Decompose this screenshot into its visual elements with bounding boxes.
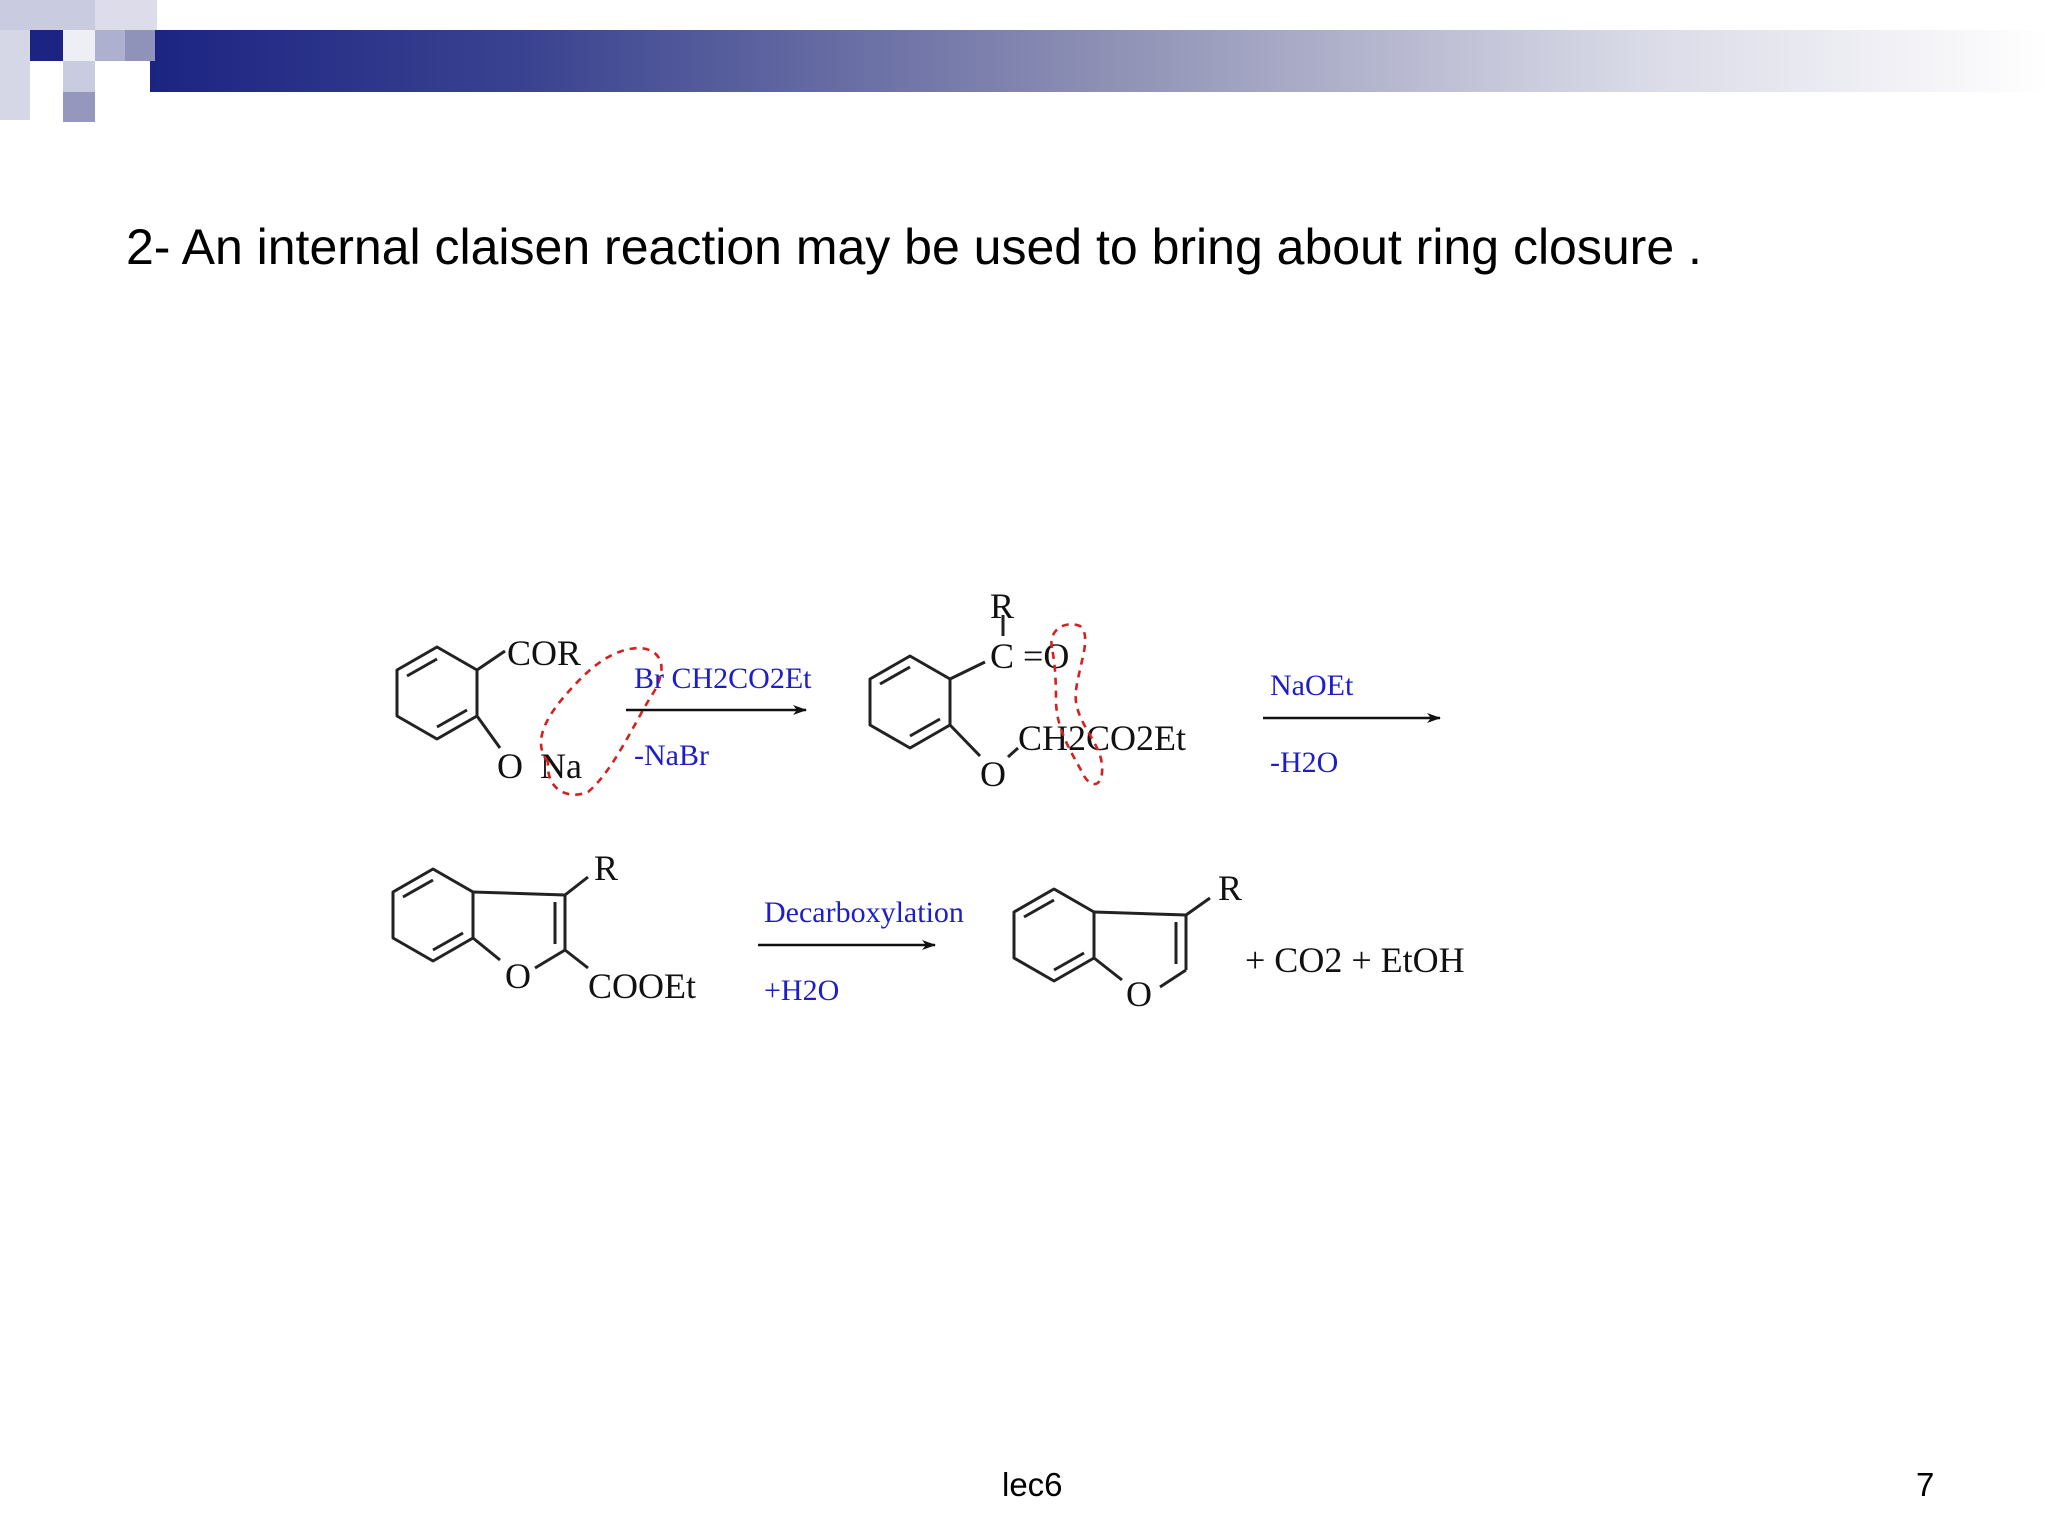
intermediate-molecule: R C =O O CH2CO2Et: [868, 586, 1186, 794]
header-square-1: [0, 0, 95, 30]
intermediate-side-chain-label: CH2CO2Et: [1018, 718, 1186, 758]
header-square-9: [63, 92, 95, 122]
header-square-6: [95, 30, 125, 61]
step1-reagent-above: Br CH2CO2Et: [634, 662, 812, 695]
intermediate-highlight-dashed-loop: [1050, 623, 1104, 786]
reactant-o-label: O: [497, 746, 523, 786]
header-square-7: [125, 30, 155, 61]
product-r-label: R: [1218, 868, 1242, 908]
reactant-highlight-dashed-loop: [539, 646, 663, 796]
step2-reagent-above: NaOEt: [1270, 669, 1354, 702]
header-square-4: [30, 30, 63, 61]
product-benzene-ring: [1012, 887, 1096, 983]
intermediate-r-label: R: [990, 586, 1014, 626]
ester-benzene-ring: [391, 867, 475, 963]
step2-arrow-group: NaOEt -H2O: [1263, 669, 1441, 779]
step3-reagent-above: Decarboxylation: [764, 896, 964, 929]
page-number: 7: [1916, 1466, 1935, 1503]
header-square-2: [95, 0, 157, 30]
footer-lecture-label: lec6: [1002, 1466, 1063, 1503]
reactant-cor-label: COR: [507, 633, 581, 673]
ester-r-label: R: [594, 848, 618, 888]
step1-arrow-group: Br CH2CO2Et -NaBr: [626, 662, 812, 772]
slide-title: 2- An internal claisen reaction may be u…: [126, 219, 1702, 275]
benzofuran-product-molecule: R O: [1012, 868, 1242, 1014]
header-gradient-band: [150, 30, 2048, 92]
ester-cooet-label: COOEt: [588, 966, 696, 1006]
step1-reagent-below: -NaBr: [634, 739, 709, 772]
header-square-5: [63, 30, 95, 61]
step3-arrow-group: Decarboxylation +H2O: [758, 896, 964, 1007]
step3-reagent-below: +H2O: [764, 974, 839, 1007]
benzofuran-ester-molecule: R O COOEt: [391, 848, 696, 1006]
step2-reagent-below: -H2O: [1270, 746, 1338, 779]
header-square-8: [63, 61, 95, 92]
intermediate-ether-o-label: O: [980, 754, 1006, 794]
intermediate-carbonyl-label: C =O: [990, 636, 1069, 676]
reactant-na-label: Na: [540, 746, 582, 786]
ester-ring-o-label: O: [505, 956, 531, 996]
product-ring-o-label: O: [1126, 974, 1152, 1014]
header-square-3: [0, 30, 30, 120]
reactant-benzene-ring: [395, 645, 479, 741]
intermediate-benzene-ring: [868, 654, 952, 750]
reactant-molecule: COR O Na: [395, 633, 663, 796]
byproducts-label: + CO2 + EtOH: [1245, 940, 1465, 980]
